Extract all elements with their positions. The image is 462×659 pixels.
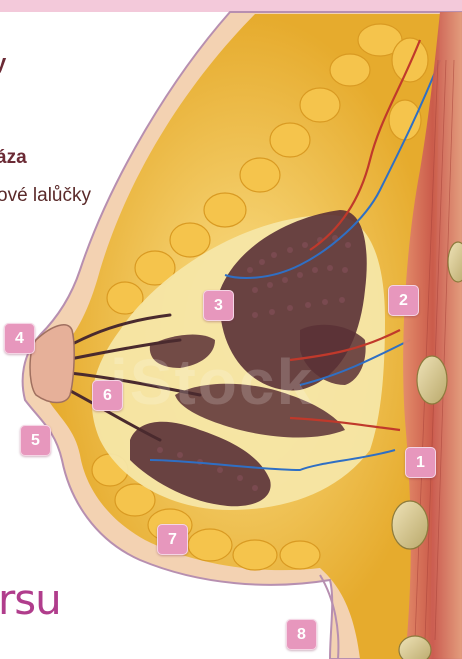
marker-7: 7 bbox=[157, 524, 188, 555]
label-line-3: ové lalůčky bbox=[0, 185, 91, 207]
marker-5: 5 bbox=[20, 425, 51, 456]
marker-6: 6 bbox=[92, 380, 123, 411]
footer-title: rsu bbox=[0, 575, 61, 624]
watermark: iStock bbox=[110, 345, 314, 419]
marker-3: 3 bbox=[203, 290, 234, 321]
marker-1: 1 bbox=[405, 447, 436, 478]
label-line-2: áza bbox=[0, 147, 27, 169]
marker-4: 4 bbox=[4, 323, 35, 354]
marker-2: 2 bbox=[388, 285, 419, 316]
nipple bbox=[30, 325, 74, 403]
label-line-1: y bbox=[0, 50, 6, 76]
header-band bbox=[0, 0, 462, 12]
marker-8: 8 bbox=[286, 619, 317, 650]
